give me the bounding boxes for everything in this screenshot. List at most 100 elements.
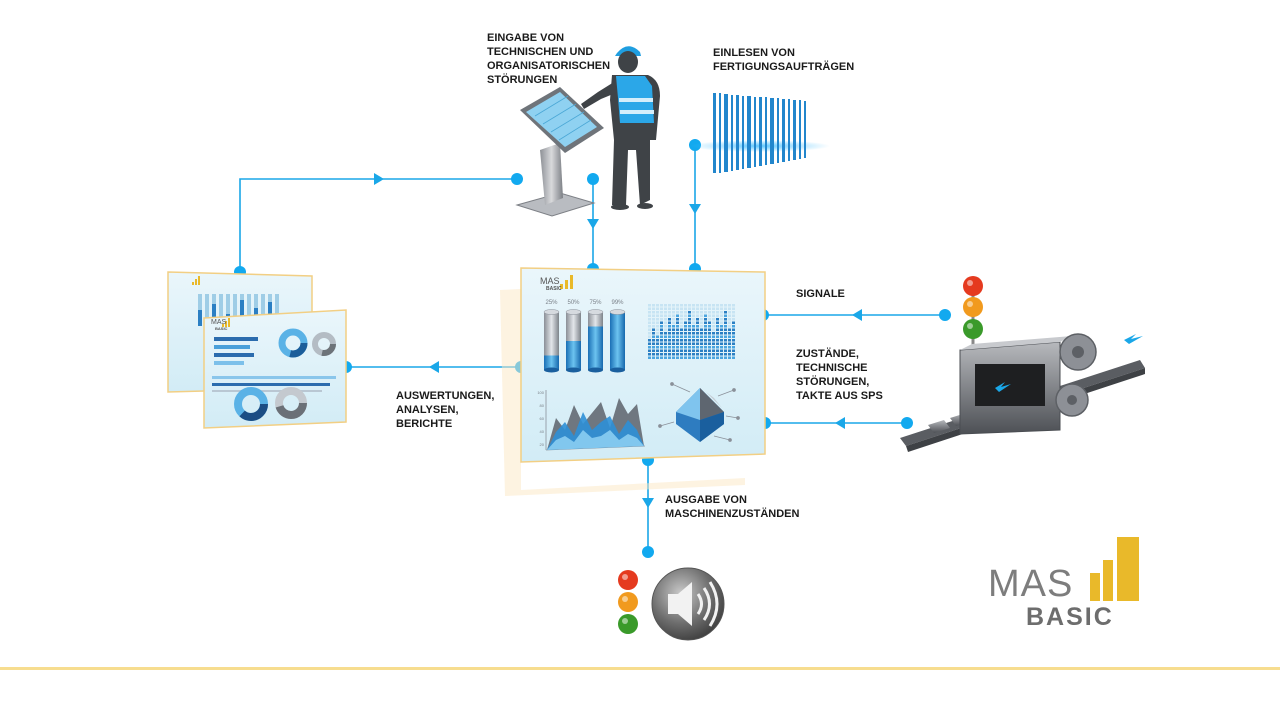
heat-cell bbox=[680, 328, 683, 331]
heat-cell bbox=[708, 307, 711, 310]
heat-cell bbox=[680, 335, 683, 338]
report-sheet-front bbox=[203, 309, 347, 429]
heat-cell bbox=[652, 346, 655, 349]
heat-cell bbox=[648, 353, 651, 356]
heat-cell bbox=[672, 349, 675, 352]
heat-cell bbox=[652, 304, 655, 307]
heat-cell bbox=[692, 353, 695, 356]
heat-cell bbox=[696, 332, 699, 335]
heat-cell bbox=[708, 321, 711, 324]
heat-cell bbox=[700, 321, 703, 324]
heat-cell bbox=[708, 332, 711, 335]
heat-cell bbox=[688, 332, 691, 335]
heat-cell bbox=[648, 332, 651, 335]
cylinder-base bbox=[588, 367, 603, 373]
heat-cell bbox=[712, 304, 715, 307]
heat-cell bbox=[680, 349, 683, 352]
report-sheets bbox=[167, 271, 347, 429]
heat-cell bbox=[724, 307, 727, 310]
heat-cell bbox=[704, 311, 707, 314]
heat-cell bbox=[684, 328, 687, 331]
heat-cell bbox=[680, 321, 683, 324]
heat-cell bbox=[708, 304, 711, 307]
heat-cell bbox=[720, 332, 723, 335]
heat-cell bbox=[656, 321, 659, 324]
cylinder-base bbox=[566, 367, 581, 373]
traffic-light-icon bbox=[963, 276, 983, 352]
heat-cell bbox=[724, 311, 727, 314]
heat-cell bbox=[648, 304, 651, 307]
heat-cell bbox=[668, 346, 671, 349]
heat-cell bbox=[724, 304, 727, 307]
heat-cell bbox=[660, 346, 663, 349]
heat-cell bbox=[680, 353, 683, 356]
fill-level-cylinders: 25%50%75%99% bbox=[543, 300, 626, 373]
heat-cell bbox=[660, 307, 663, 310]
heat-cell bbox=[664, 346, 667, 349]
heat-cell bbox=[724, 353, 727, 356]
heat-cell bbox=[648, 318, 651, 321]
heat-cell bbox=[672, 325, 675, 328]
donut-chart bbox=[278, 328, 308, 358]
heat-cell bbox=[656, 332, 659, 335]
heat-cell bbox=[708, 342, 711, 345]
heat-cell bbox=[696, 335, 699, 338]
connector-dot bbox=[901, 417, 913, 429]
heat-cell bbox=[684, 314, 687, 317]
heat-cell bbox=[660, 328, 663, 331]
heat-cell bbox=[660, 342, 663, 345]
connector-dot bbox=[511, 173, 523, 185]
heat-cell bbox=[716, 314, 719, 317]
heat-cell bbox=[664, 314, 667, 317]
heat-cell bbox=[696, 311, 699, 314]
heat-cell bbox=[696, 325, 699, 328]
report-logo-icon bbox=[222, 318, 230, 327]
heat-cell bbox=[672, 342, 675, 345]
heat-cell bbox=[656, 356, 659, 359]
heat-cell bbox=[680, 314, 683, 317]
heat-cell bbox=[712, 335, 715, 338]
heat-cell bbox=[648, 328, 651, 331]
cylinder-base bbox=[610, 367, 625, 373]
heat-cell bbox=[668, 304, 671, 307]
heat-cell bbox=[684, 307, 687, 310]
heat-cell bbox=[656, 349, 659, 352]
heat-cell bbox=[660, 339, 663, 342]
heat-cell bbox=[652, 353, 655, 356]
heat-cell bbox=[660, 314, 663, 317]
heat-cell bbox=[656, 325, 659, 328]
cylinder-fill bbox=[566, 341, 581, 370]
heat-cell bbox=[728, 346, 731, 349]
heat-cell bbox=[668, 311, 671, 314]
heat-cell bbox=[660, 353, 663, 356]
connector-dot bbox=[939, 309, 951, 321]
heat-cell bbox=[692, 342, 695, 345]
heat-cell bbox=[656, 328, 659, 331]
heat-cell bbox=[728, 353, 731, 356]
heat-cell bbox=[716, 321, 719, 324]
heat-cell bbox=[712, 314, 715, 317]
heat-cell bbox=[668, 349, 671, 352]
heat-cell bbox=[716, 311, 719, 314]
heat-cell bbox=[732, 335, 735, 338]
heat-cell bbox=[692, 321, 695, 324]
heat-cell bbox=[652, 307, 655, 310]
heat-cell bbox=[672, 332, 675, 335]
cylinder-fill bbox=[610, 312, 625, 370]
heat-cell bbox=[668, 353, 671, 356]
dashboard-logo-icon bbox=[560, 275, 573, 289]
heat-cell bbox=[676, 328, 679, 331]
heat-cell bbox=[692, 335, 695, 338]
heat-cell bbox=[724, 314, 727, 317]
heat-cell bbox=[688, 335, 691, 338]
heat-cell bbox=[652, 335, 655, 338]
heat-cell bbox=[660, 335, 663, 338]
heat-cell bbox=[676, 311, 679, 314]
heat-cell bbox=[716, 349, 719, 352]
heat-cell bbox=[728, 325, 731, 328]
heat-cell bbox=[668, 328, 671, 331]
heat-cell bbox=[676, 314, 679, 317]
heat-cell bbox=[680, 318, 683, 321]
connector-kiosk-to-report bbox=[239, 178, 517, 272]
